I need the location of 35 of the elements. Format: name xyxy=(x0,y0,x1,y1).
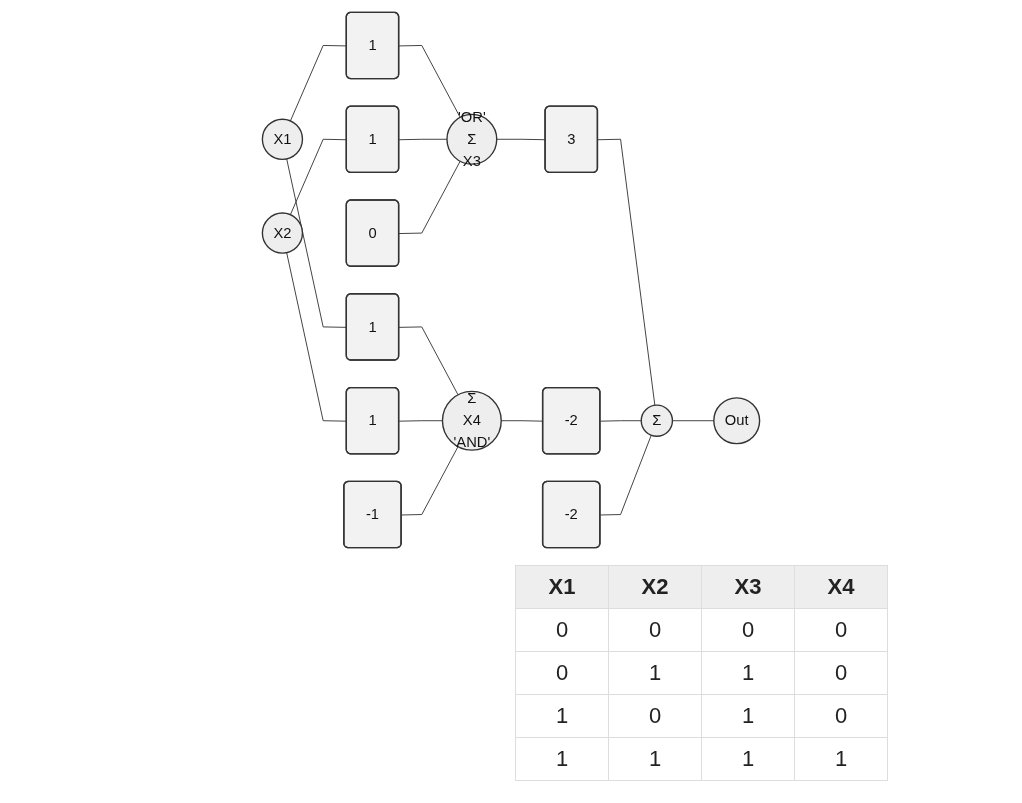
table-cell: 1 xyxy=(608,651,702,695)
table-cell: 0 xyxy=(515,608,609,652)
table-cell: 1 xyxy=(515,737,609,781)
connector xyxy=(398,138,448,141)
column-header: X2 xyxy=(608,565,702,609)
table-cell: 0 xyxy=(794,694,888,738)
table-cell: 1 xyxy=(794,737,888,781)
table-cell: 0 xyxy=(794,651,888,695)
column-header: X3 xyxy=(701,565,795,609)
connector xyxy=(599,434,652,516)
connector xyxy=(401,446,459,516)
table-cell: 0 xyxy=(608,608,702,652)
table-cell: 0 xyxy=(515,651,609,695)
connector xyxy=(398,45,461,118)
table-cell: 1 xyxy=(701,694,795,738)
connector xyxy=(398,420,443,422)
table-cell: 1 xyxy=(701,737,795,781)
node-circle: X2 xyxy=(261,212,304,254)
table-cell: 1 xyxy=(701,651,795,695)
node-circle: X1 xyxy=(261,118,304,160)
table-cell: 0 xyxy=(608,694,702,738)
connector xyxy=(496,138,546,141)
node-circle: Σ xyxy=(640,404,674,437)
connector xyxy=(599,420,642,422)
table-cell: 1 xyxy=(515,694,609,738)
table-cell: 0 xyxy=(701,608,795,652)
connector xyxy=(597,138,656,406)
connector xyxy=(398,160,461,234)
connector xyxy=(398,326,459,396)
table-cell: 1 xyxy=(608,737,702,781)
node-circle: Out xyxy=(713,397,761,445)
column-header: X4 xyxy=(794,565,888,609)
node-circle: Σ X4 'AND' xyxy=(441,390,502,451)
table-cell: 0 xyxy=(794,608,888,652)
column-header: X1 xyxy=(515,565,609,609)
